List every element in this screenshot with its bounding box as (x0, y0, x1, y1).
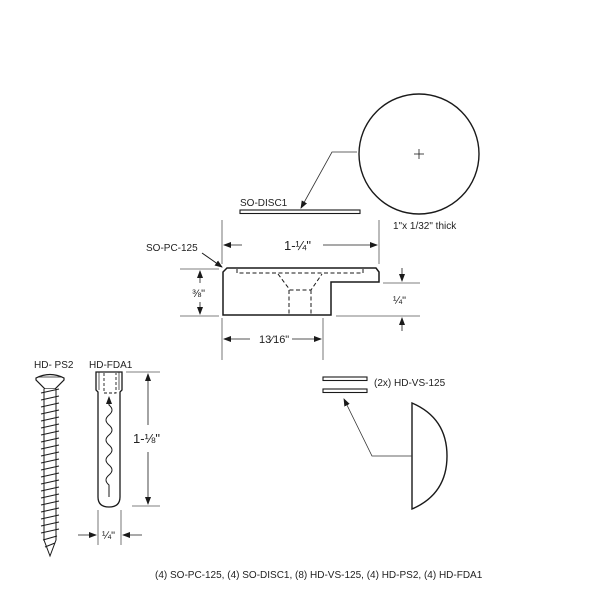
so-pc-125-label: SO-PC-125 (146, 243, 198, 254)
dim-pc-height: ⅜" (180, 268, 219, 317)
pc-length-value: 1-¼" (284, 238, 311, 253)
dim-anchor-length: 1-⅛" (126, 371, 160, 507)
hd-vs-125-label: (2x) HD-VS-125 (374, 378, 446, 389)
dim-pc-step: ¼" (336, 268, 420, 331)
disc-leader-line (300, 151, 357, 209)
disc-spec-label: 1"x 1/32" thick (393, 221, 457, 232)
disc-top-view: 1"x 1/32" thick (358, 93, 480, 232)
hd-ps2-label: HD- PS2 (34, 360, 74, 371)
pc-step-value: ¼" (393, 295, 406, 307)
hd-fda1-label: HD-FDA1 (89, 360, 133, 371)
pc-base-value: 13⁄16" (259, 334, 289, 346)
pc-height-value: ⅜" (192, 288, 205, 300)
hd-fda1-anchor: HD-FDA1 (89, 360, 133, 508)
so-pc-125-part: SO-PC-125 (146, 243, 380, 316)
so-disc1-label: SO-DISC1 (240, 198, 288, 209)
hd-ps2-screw: HD- PS2 (34, 360, 74, 558)
dim-pc-length: 1-¼" (221, 220, 380, 264)
anchor-length-value: 1-⅛" (133, 431, 160, 446)
so-disc1-part: SO-DISC1 (239, 198, 361, 215)
hd-vs-125-part: (2x) HD-VS-125 (322, 376, 448, 511)
dim-pc-base: 13⁄16" (221, 318, 324, 360)
anchor-width-value: ¼" (102, 530, 115, 542)
dim-anchor-width: ¼" (78, 510, 142, 545)
parts-list-caption: (4) SO-PC-125, (4) SO-DISC1, (8) HD-VS-1… (155, 570, 483, 581)
